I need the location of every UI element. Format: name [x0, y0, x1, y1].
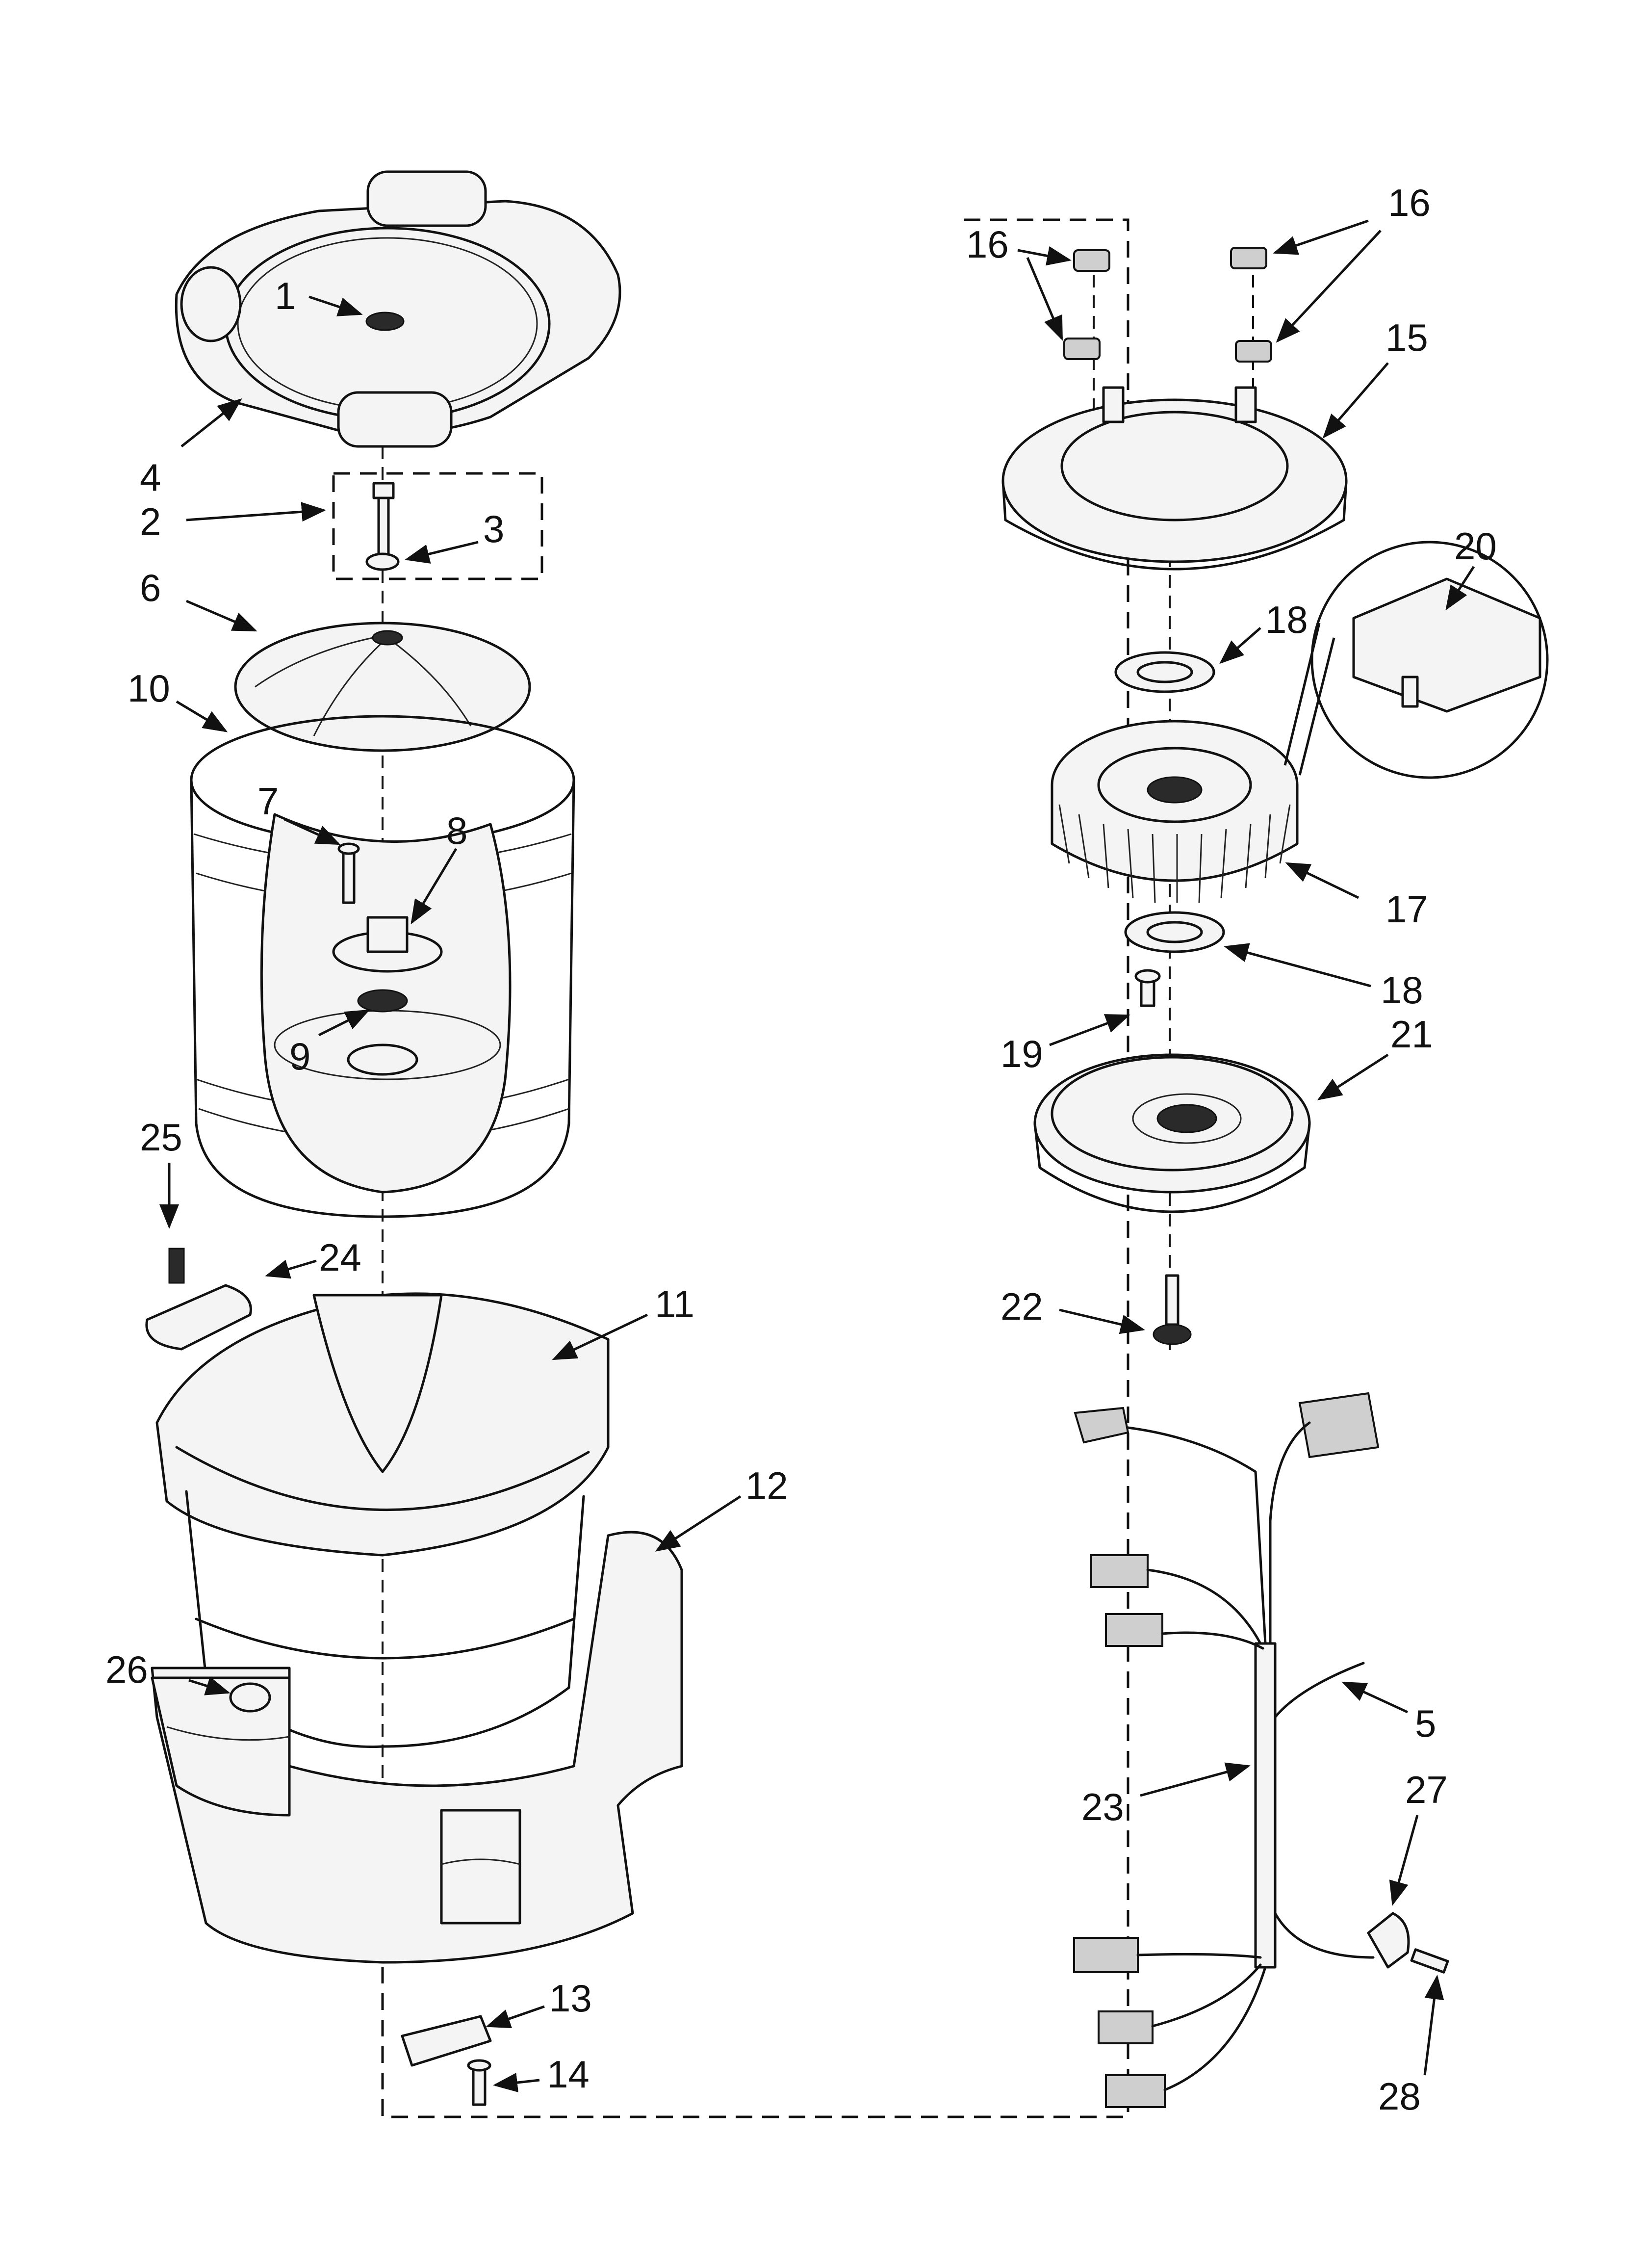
callout-15: 15: [1385, 316, 1428, 359]
tub-plug: [229, 1682, 271, 1713]
callout-18-lower: 18: [1381, 968, 1423, 1012]
callout-21: 21: [1390, 1013, 1433, 1056]
callout-10: 10: [128, 667, 170, 710]
wire-harness: [1073, 1392, 1380, 2108]
drive-hub: [332, 916, 443, 973]
assembly-frame: [381, 218, 1129, 2118]
callout-16-left: 16: [966, 223, 1009, 266]
spline-gear: [347, 989, 418, 1076]
callout-23: 23: [1081, 1785, 1124, 1828]
callout-11: 11: [655, 1282, 694, 1326]
callout-4: 4: [140, 456, 161, 499]
callout-labels: 1 2 3 4 5 6 7 8 9 10 11 12 13 14 15 16 1…: [105, 181, 1497, 2118]
callout-20: 20: [1454, 524, 1497, 568]
leader-lines: [159, 219, 1475, 2092]
ground-clip: [1367, 1912, 1410, 1969]
washer: [365, 552, 400, 571]
callout-8: 8: [446, 809, 467, 852]
callout-24: 24: [319, 1236, 361, 1279]
callout-17: 17: [1385, 887, 1428, 931]
tub-base: [151, 1531, 683, 1964]
stator: [1051, 720, 1299, 903]
callout-14: 14: [547, 2053, 590, 2096]
callout-1: 1: [275, 274, 296, 317]
callout-25: 25: [140, 1116, 182, 1159]
rotor-bolt: [1153, 1274, 1192, 1345]
callout-18-upper: 18: [1265, 598, 1308, 641]
callout-5: 5: [1415, 1702, 1436, 1745]
callout-2: 2: [140, 500, 161, 543]
callout-7: 7: [257, 780, 279, 823]
base-screw: [467, 2059, 491, 2106]
callout-19: 19: [1001, 1032, 1043, 1075]
impeller-plate: [234, 622, 531, 752]
stator-mount: [1001, 386, 1348, 571]
gasket-lower: [1124, 911, 1225, 953]
basket-screw: [337, 842, 360, 904]
callout-3: 3: [483, 507, 504, 550]
callout-26: 26: [105, 1648, 148, 1691]
rotor-magnet: [1063, 247, 1272, 363]
tub-ring: [175, 170, 621, 448]
cover-bracket: [145, 1284, 252, 1351]
rotor: [1033, 1053, 1311, 1213]
callout-12: 12: [745, 1464, 788, 1507]
callout-28: 28: [1378, 2075, 1421, 2118]
tub-bolt: [372, 482, 395, 558]
bolt-group-box: [332, 472, 543, 580]
gasket-upper: [1114, 651, 1215, 693]
callout-22: 22: [1001, 1285, 1043, 1328]
callout-9: 9: [289, 1035, 310, 1078]
base-bracket: [401, 2015, 492, 2067]
cover-screw: [168, 1248, 185, 1284]
sensor-detail: [1283, 541, 1549, 779]
ground-screw: [1410, 1948, 1449, 1974]
callout-27: 27: [1405, 1768, 1448, 1811]
callout-16-right: 16: [1388, 181, 1431, 224]
callout-13: 13: [549, 1977, 592, 2020]
callout-6: 6: [140, 566, 161, 609]
rotor-screw: [1134, 969, 1161, 1007]
